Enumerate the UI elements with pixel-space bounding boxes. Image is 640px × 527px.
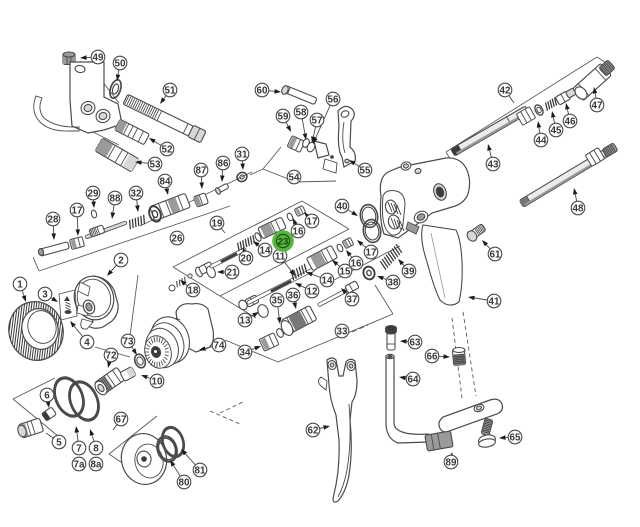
svg-text:8a: 8a bbox=[91, 460, 102, 471]
svg-text:20: 20 bbox=[241, 254, 252, 265]
svg-text:31: 31 bbox=[237, 150, 248, 161]
svg-text:58: 58 bbox=[296, 108, 307, 119]
svg-text:42: 42 bbox=[500, 86, 511, 97]
svg-text:26: 26 bbox=[172, 234, 183, 245]
svg-text:65: 65 bbox=[510, 433, 521, 444]
svg-text:11: 11 bbox=[275, 252, 286, 263]
svg-text:2: 2 bbox=[118, 256, 124, 267]
svg-text:16: 16 bbox=[293, 227, 304, 238]
svg-text:4: 4 bbox=[84, 338, 90, 349]
svg-text:39: 39 bbox=[404, 267, 415, 278]
svg-text:14: 14 bbox=[260, 246, 271, 257]
svg-text:1: 1 bbox=[17, 280, 23, 291]
svg-text:38: 38 bbox=[388, 278, 399, 289]
svg-text:55: 55 bbox=[360, 166, 371, 177]
svg-text:49: 49 bbox=[93, 53, 104, 64]
svg-text:7: 7 bbox=[76, 444, 82, 455]
svg-text:44: 44 bbox=[536, 136, 547, 147]
svg-text:19: 19 bbox=[212, 219, 223, 230]
svg-text:89: 89 bbox=[446, 458, 457, 469]
svg-text:48: 48 bbox=[573, 204, 584, 215]
svg-text:80: 80 bbox=[179, 478, 190, 489]
svg-text:84: 84 bbox=[160, 177, 171, 188]
svg-text:72: 72 bbox=[106, 351, 117, 362]
svg-text:40: 40 bbox=[337, 202, 348, 213]
svg-text:29: 29 bbox=[88, 189, 99, 200]
svg-text:50: 50 bbox=[115, 59, 126, 70]
svg-text:12: 12 bbox=[307, 287, 318, 298]
svg-text:52: 52 bbox=[162, 145, 173, 156]
svg-text:47: 47 bbox=[592, 101, 603, 112]
svg-text:37: 37 bbox=[347, 295, 358, 306]
svg-text:46: 46 bbox=[565, 117, 576, 128]
svg-text:61: 61 bbox=[490, 250, 501, 261]
svg-text:7a: 7a bbox=[74, 460, 85, 471]
svg-text:17: 17 bbox=[366, 248, 377, 259]
svg-text:21: 21 bbox=[227, 268, 238, 279]
svg-text:56: 56 bbox=[328, 95, 339, 106]
svg-text:33: 33 bbox=[337, 327, 348, 338]
svg-text:23: 23 bbox=[278, 236, 289, 247]
svg-text:36: 36 bbox=[288, 291, 299, 302]
svg-text:10: 10 bbox=[152, 377, 163, 388]
svg-text:8: 8 bbox=[93, 444, 99, 455]
svg-text:15: 15 bbox=[340, 267, 351, 278]
svg-text:13: 13 bbox=[240, 316, 251, 327]
svg-text:35: 35 bbox=[272, 296, 283, 307]
svg-text:88: 88 bbox=[110, 194, 121, 205]
svg-text:54: 54 bbox=[289, 173, 300, 184]
svg-text:17: 17 bbox=[307, 217, 318, 228]
svg-text:5: 5 bbox=[56, 438, 62, 449]
svg-text:66: 66 bbox=[427, 352, 438, 363]
svg-text:51: 51 bbox=[165, 86, 176, 97]
svg-text:86: 86 bbox=[218, 159, 229, 170]
svg-text:32: 32 bbox=[131, 189, 142, 200]
svg-text:16: 16 bbox=[351, 259, 362, 270]
svg-text:14: 14 bbox=[322, 276, 333, 287]
svg-text:17: 17 bbox=[72, 206, 83, 217]
svg-text:43: 43 bbox=[488, 160, 499, 171]
svg-text:63: 63 bbox=[410, 338, 421, 349]
svg-text:53: 53 bbox=[150, 160, 161, 171]
svg-text:28: 28 bbox=[48, 215, 59, 226]
svg-text:59: 59 bbox=[278, 112, 289, 123]
svg-text:18: 18 bbox=[188, 286, 199, 297]
svg-text:62: 62 bbox=[308, 426, 319, 437]
svg-text:60: 60 bbox=[257, 86, 268, 97]
svg-text:3: 3 bbox=[42, 290, 48, 301]
svg-text:67: 67 bbox=[116, 415, 127, 426]
svg-text:64: 64 bbox=[408, 375, 419, 386]
svg-text:87: 87 bbox=[196, 166, 207, 177]
svg-text:73: 73 bbox=[123, 337, 134, 348]
svg-text:81: 81 bbox=[195, 466, 206, 477]
svg-text:74: 74 bbox=[214, 341, 225, 352]
svg-text:57: 57 bbox=[312, 116, 323, 127]
svg-text:34: 34 bbox=[240, 348, 251, 359]
svg-text:45: 45 bbox=[551, 126, 562, 137]
svg-text:41: 41 bbox=[489, 297, 500, 308]
svg-text:6: 6 bbox=[44, 391, 50, 402]
